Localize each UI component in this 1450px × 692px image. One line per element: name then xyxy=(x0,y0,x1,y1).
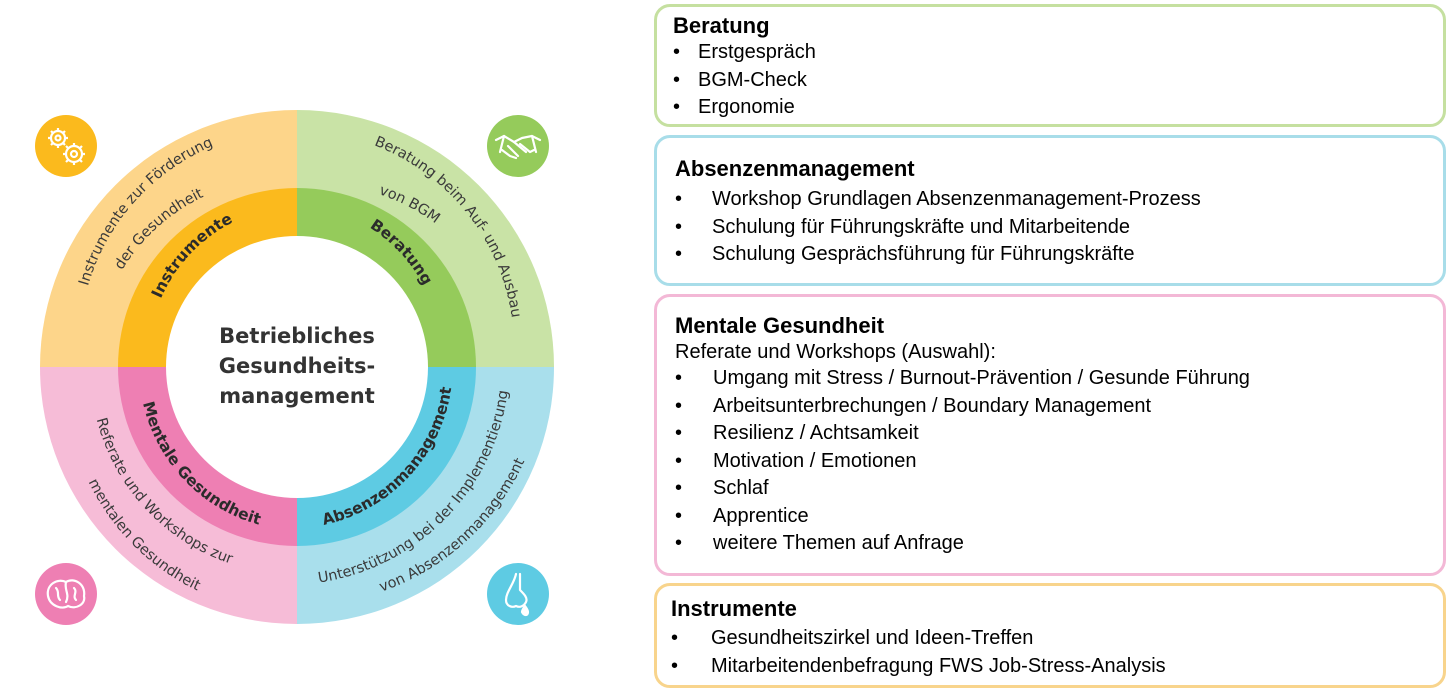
box-instrumente: Instrumente •Gesundheitszirkel und Ideen… xyxy=(654,583,1446,688)
box-instr-list: •Gesundheitszirkel und Ideen-Treffen •Mi… xyxy=(671,625,1443,680)
list-item: •Workshop Grundlagen Absenzenmanagement-… xyxy=(675,188,1201,210)
list-item: •Schlaf xyxy=(675,477,769,499)
list-item: •Mitarbeitendenbefragung FWS Job-Stress-… xyxy=(671,654,1166,677)
list-item: •Gesundheitszirkel und Ideen-Treffen xyxy=(671,627,1034,649)
box-absenz-title: Absenzenmanagement xyxy=(675,156,915,181)
list-item: •Ergonomie xyxy=(673,96,795,118)
list-item: •Arbeitsunterbrechungen / Boundary Manag… xyxy=(675,394,1152,417)
center-circle xyxy=(166,236,428,498)
list-item: •Schulung Gesprächsführung für Führungsk… xyxy=(675,243,1135,265)
nose-icon xyxy=(487,563,549,625)
box-mental-intro: Referate und Workshops (Auswahl): xyxy=(675,341,996,363)
box-mental-list: •Umgang mit Stress / Burnout-Prävention … xyxy=(675,365,1443,558)
list-item: •Umgang mit Stress / Burnout-Prävention … xyxy=(675,367,1250,389)
list-item: •Resilienz / Achtsamkeit xyxy=(675,422,919,444)
gears-icon xyxy=(35,115,97,177)
list-item: •BGM-Check xyxy=(673,68,807,91)
list-item: •Erstgespräch xyxy=(673,41,816,63)
list-item: •Schulung für Führungskräfte und Mitarbe… xyxy=(675,215,1131,238)
box-beratung: Beratung •Erstgespräch •BGM-Check •Ergon… xyxy=(654,4,1446,127)
box-mental-title: Mentale Gesundheit xyxy=(675,313,885,338)
box-instr-title: Instrumente xyxy=(671,596,797,621)
center-title-line1: Betriebliches xyxy=(219,324,375,348)
center-title-line2: Gesundheits- xyxy=(219,354,376,378)
box-beratung-list: •Erstgespräch •BGM-Check •Ergonomie xyxy=(673,39,1443,122)
box-absenzenmanagement: Absenzenmanagement •Workshop Grundlagen … xyxy=(654,135,1446,286)
box-absenz-list: •Workshop Grundlagen Absenzenmanagement-… xyxy=(675,186,1443,269)
center-title-line3: management xyxy=(219,384,375,408)
brain-icon xyxy=(35,563,97,625)
list-item: •Motivation / Emotionen xyxy=(675,449,917,472)
handshake-icon xyxy=(487,115,549,177)
bgm-wheel-diagram: Betriebliches Gesundheits- management In… xyxy=(35,110,554,625)
list-item: •weitere Themen auf Anfrage xyxy=(675,532,964,554)
list-item: •Apprentice xyxy=(675,504,809,527)
box-mentale-gesundheit: Mentale Gesundheit Referate und Workshop… xyxy=(654,294,1446,576)
box-beratung-title: Beratung xyxy=(673,13,770,38)
